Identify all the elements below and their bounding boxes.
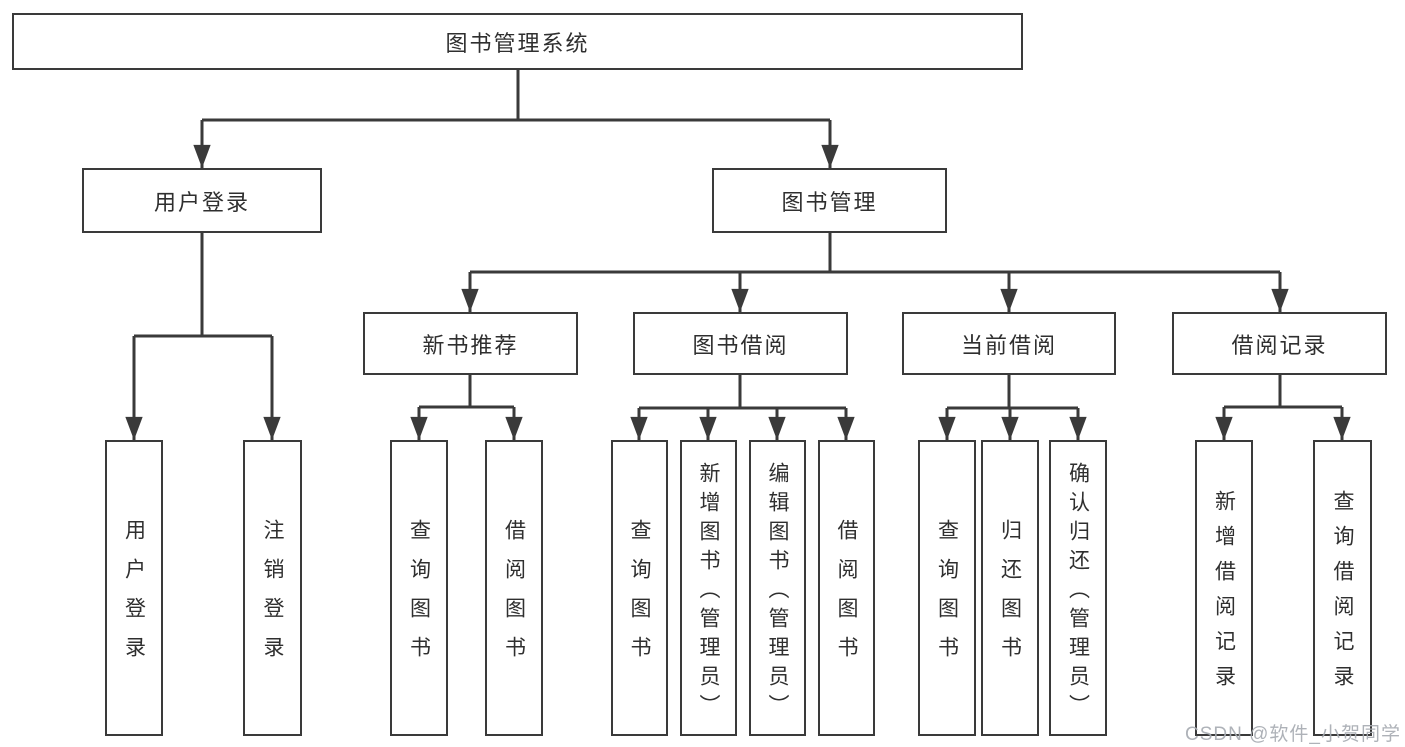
node-book-management: 图书管理	[712, 168, 947, 233]
node-label: 新增借阅记录	[1212, 490, 1236, 700]
node-new-book-recommendation: 新书推荐	[363, 312, 578, 375]
leaf-br-query-record: 查询借阅记录	[1313, 440, 1372, 736]
node-borrowing-records: 借阅记录	[1172, 312, 1387, 375]
node-label: 注销登录	[261, 519, 284, 675]
node-label: 图书管理	[781, 189, 878, 215]
leaf-user-login: 用户登录	[105, 440, 163, 736]
node-label: 新书推荐	[422, 332, 519, 358]
leaf-cb-confirm-return-admin: 确认归还（管理员）	[1049, 440, 1107, 736]
node-label: 借阅图书	[502, 519, 526, 675]
node-label: 用户登录	[153, 189, 250, 215]
leaf-bb-query-books: 查询图书	[611, 440, 668, 736]
node-label: 确认归还（管理员）	[1066, 461, 1090, 723]
node-label: 图书借阅	[692, 332, 789, 358]
node-label: 查询图书	[935, 519, 959, 675]
node-label: 新增图书（管理员）	[697, 461, 720, 723]
node-label: 图书管理系统	[445, 30, 590, 56]
leaf-br-add-record: 新增借阅记录	[1195, 440, 1253, 736]
leaf-bb-add-books-admin: 新增图书（管理员）	[680, 440, 737, 736]
leaf-bb-edit-books-admin: 编辑图书（管理员）	[749, 440, 806, 736]
node-label: 查询借阅记录	[1331, 490, 1354, 700]
node-label: 查询图书	[407, 519, 431, 675]
node-label: 借阅图书	[835, 519, 858, 675]
leaf-cb-query-books: 查询图书	[918, 440, 976, 736]
leaf-logout: 注销登录	[243, 440, 302, 736]
csdn-watermark: CSDN @软件_小贺同学	[1185, 724, 1401, 745]
node-label: 当前借阅	[960, 332, 1057, 358]
node-label: 编辑图书（管理员）	[766, 461, 789, 723]
leaf-rec-query-books: 查询图书	[390, 440, 448, 736]
node-user-login: 用户登录	[82, 168, 322, 233]
node-label: 归还图书	[998, 519, 1022, 675]
node-book-borrowing: 图书借阅	[633, 312, 848, 375]
leaf-bb-borrow-books: 借阅图书	[818, 440, 875, 736]
node-label: 用户登录	[122, 519, 146, 675]
node-label: 借阅记录	[1231, 332, 1328, 358]
leaf-rec-borrow-books: 借阅图书	[485, 440, 543, 736]
node-label: 查询图书	[628, 519, 651, 675]
leaf-cb-return-books: 归还图书	[981, 440, 1039, 736]
node-library-management-system: 图书管理系统	[12, 13, 1023, 70]
node-current-borrowing: 当前借阅	[902, 312, 1116, 375]
